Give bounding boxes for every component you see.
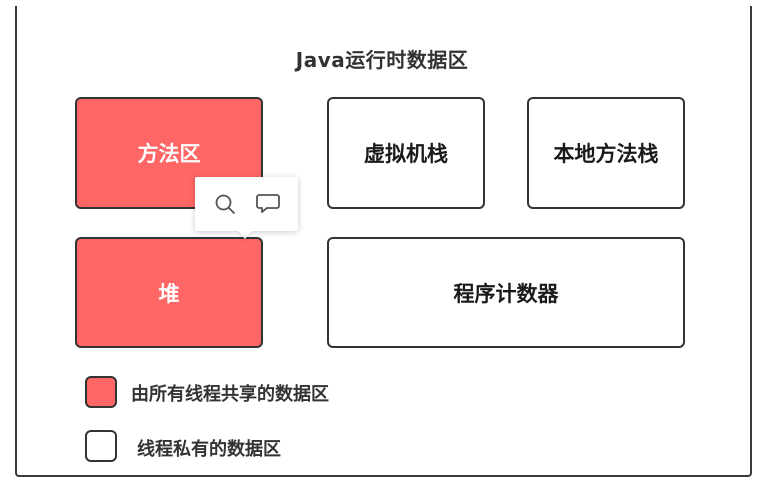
method-area-label: 方法区 <box>137 142 201 166</box>
comment-icon-graphic <box>256 194 281 213</box>
native-method-stack-label: 本地方法栈 <box>553 142 659 166</box>
comment-icon[interactable] <box>254 190 282 218</box>
legend-private-label: 线程私有的数据区 <box>137 439 281 460</box>
heap-label: 堆 <box>158 281 180 306</box>
legend-shared-label: 由所有线程共享的数据区 <box>131 384 329 405</box>
search-icon[interactable] <box>211 190 239 218</box>
vm-stack-box: 虚拟机栈 <box>327 97 485 209</box>
legend-private-swatch <box>85 430 117 462</box>
toolbar-pointer <box>237 230 253 239</box>
program-counter-label: 程序计数器 <box>453 281 559 306</box>
diagram-title: Java运行时数据区 <box>295 48 469 72</box>
legend-shared-swatch <box>85 376 117 408</box>
vm-stack-label: 虚拟机栈 <box>364 142 448 166</box>
method-area-box: 方法区 <box>75 97 263 209</box>
program-counter-box: 程序计数器 <box>327 237 685 348</box>
search-icon-graphic <box>215 194 235 214</box>
heap-box: 堆 <box>75 237 263 348</box>
image-action-toolbar <box>195 177 298 231</box>
native-method-stack-box: 本地方法栈 <box>527 97 685 209</box>
